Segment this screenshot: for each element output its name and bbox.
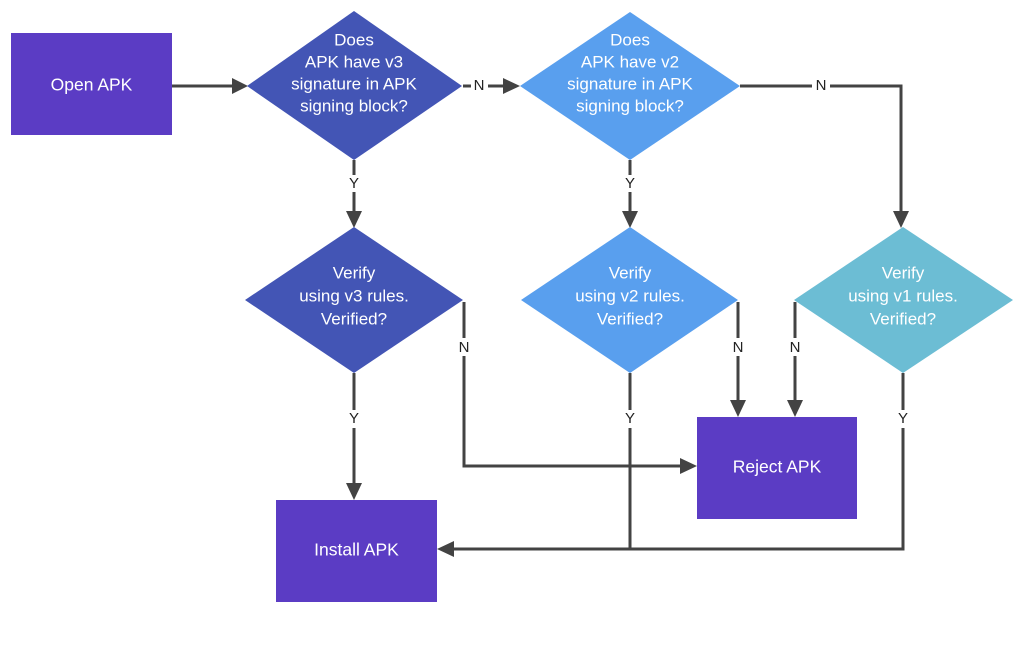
question-v3-line-3: signature in APK — [291, 74, 417, 93]
edge-label-verify-v2-no: N — [733, 339, 744, 356]
question-v3-line-4: signing block? — [300, 96, 408, 115]
node-layer: Open APK Does APK have v3 signature in A… — [11, 11, 1013, 602]
edge-verify-v2-yes-to-install: Y — [625, 373, 635, 549]
node-question-v3-signature[interactable]: Does APK have v3 signature in APK signin… — [247, 11, 462, 160]
edge-q-v2-no-to-verify-v1: N — [740, 77, 909, 228]
verify-v1-line-3: Verified? — [870, 309, 936, 328]
edge-verify-v3-yes-to-install: Y — [346, 373, 362, 500]
verify-v3-line-1: Verify — [333, 263, 376, 282]
install-apk-label: Install APK — [314, 540, 399, 560]
question-v2-line-1: Does — [610, 30, 650, 49]
edge-label-q-v2-yes: Y — [625, 175, 635, 192]
edge-open-to-q-v3 — [172, 78, 248, 94]
node-reject-apk[interactable]: Reject APK — [697, 417, 857, 519]
question-v3-signature-shape[interactable] — [247, 11, 462, 160]
edge-q-v3-yes-to-verify-v3: Y — [346, 160, 362, 228]
edge-label-verify-v3-no: N — [459, 339, 470, 356]
edge-q-v2-yes-to-verify-v2: Y — [622, 160, 638, 228]
open-apk-label: Open APK — [51, 75, 133, 95]
edge-layer: q_v2 --> N verify_v3 --> Y verify_v1 (ri… — [172, 77, 909, 557]
node-install-apk[interactable]: Install APK — [276, 500, 437, 602]
question-v2-line-2: APK have v2 — [581, 52, 679, 71]
edge-verify-v1-no-to-reject: N — [787, 302, 803, 417]
verify-v3-line-3: Verified? — [321, 309, 387, 328]
verify-v1-line-2: using v1 rules. — [848, 286, 958, 305]
verify-v2-rules-shape[interactable] — [521, 227, 738, 373]
open-apk-shape[interactable] — [11, 33, 172, 135]
verify-v2-line-1: Verify — [609, 263, 652, 282]
edge-label-verify-v1-yes: Y — [898, 410, 908, 427]
edge-verify-v3-no-to-reject: N — [459, 302, 697, 474]
question-v2-line-3: signature in APK — [567, 74, 693, 93]
node-question-v2-signature[interactable]: Does APK have v2 signature in APK signin… — [520, 12, 740, 160]
reject-apk-shape[interactable] — [697, 417, 857, 519]
edge-label-q-v3-yes: Y — [349, 175, 359, 192]
edge-label-q-v2-no: N — [816, 77, 827, 94]
node-verify-v3-rules[interactable]: Verify using v3 rules. Verified? — [245, 227, 463, 373]
question-v2-signature-shape[interactable] — [520, 12, 740, 160]
edge-q-v3-no-to-q-v2: N — [463, 77, 520, 94]
verify-v1-rules-shape[interactable] — [794, 227, 1013, 373]
verify-v2-line-2: using v2 rules. — [575, 286, 685, 305]
edge-label-verify-v2-yes: Y — [625, 410, 635, 427]
edge-label-verify-v3-yes: Y — [349, 410, 359, 427]
question-v2-line-4: signing block? — [576, 96, 684, 115]
question-v3-line-2: APK have v3 — [305, 52, 403, 71]
question-v3-line-1: Does — [334, 30, 374, 49]
edge-label-q-v3-no: N — [474, 77, 485, 94]
install-apk-shape[interactable] — [276, 500, 437, 602]
edge-verify-v2-no-to-reject: N — [730, 302, 746, 417]
verify-v2-line-3: Verified? — [597, 309, 663, 328]
verify-v3-rules-shape[interactable] — [245, 227, 463, 373]
edge-verify-v1-yes-to-install: Y — [437, 373, 908, 557]
verify-v1-line-1: Verify — [882, 263, 925, 282]
node-verify-v2-rules[interactable]: Verify using v2 rules. Verified? — [521, 227, 738, 373]
node-open-apk[interactable]: Open APK — [11, 33, 172, 135]
edge-label-verify-v1-no: N — [790, 339, 801, 356]
node-verify-v1-rules[interactable]: Verify using v1 rules. Verified? — [794, 227, 1013, 373]
verify-v3-line-2: using v3 rules. — [299, 286, 409, 305]
reject-apk-label: Reject APK — [733, 457, 822, 477]
